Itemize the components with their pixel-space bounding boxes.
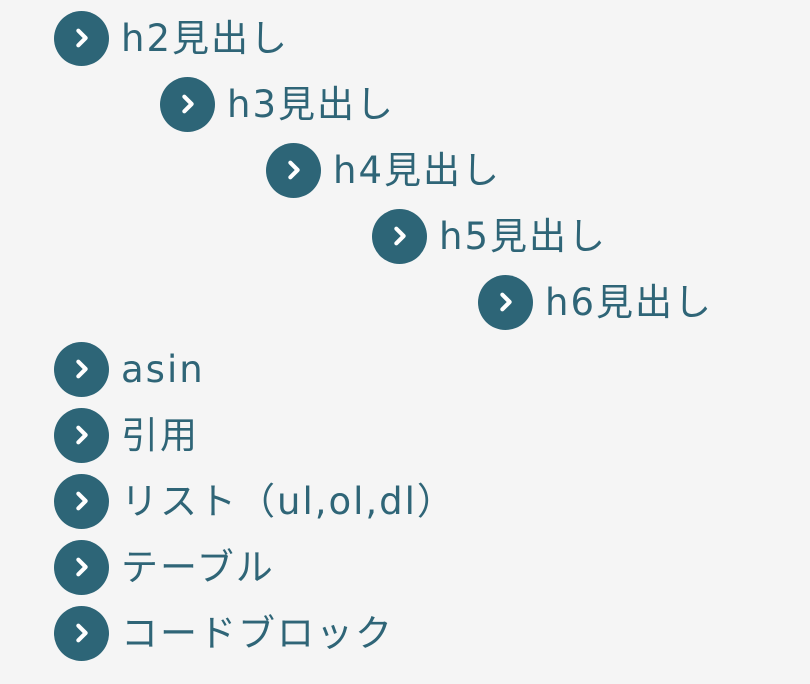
toc-item-h3[interactable]: h3見出し	[160, 74, 395, 134]
toc-item-h4[interactable]: h4見出し	[266, 140, 501, 200]
toc-item-h2[interactable]: h2見出し	[54, 8, 289, 68]
chevron-right-circle-icon	[266, 142, 321, 198]
toc-item-label: h5見出し	[439, 214, 607, 258]
toc-item-label: h4見出し	[333, 148, 501, 192]
toc-item-h5[interactable]: h5見出し	[372, 206, 607, 266]
toc-item-quote[interactable]: 引用	[54, 405, 199, 465]
toc-item-table[interactable]: テーブル	[54, 537, 275, 597]
toc-item-codeblock[interactable]: コードブロック	[54, 603, 394, 663]
chevron-right-circle-icon	[478, 274, 533, 330]
chevron-right-circle-icon	[54, 407, 109, 463]
toc-item-label: h6見出し	[545, 280, 713, 324]
toc-item-h6[interactable]: h6見出し	[478, 272, 713, 332]
chevron-right-circle-icon	[372, 208, 427, 264]
toc-item-label: テーブル	[121, 545, 275, 589]
toc-item-label: コードブロック	[121, 611, 394, 655]
chevron-right-circle-icon	[54, 539, 109, 595]
toc-item-label: 引用	[121, 413, 199, 457]
toc-item-list[interactable]: リスト（ul,ol,dl）	[54, 471, 456, 531]
toc-item-label: asin	[121, 347, 205, 391]
chevron-right-circle-icon	[54, 605, 109, 661]
toc-item-asin[interactable]: asin	[54, 339, 205, 399]
toc-item-label: h2見出し	[121, 16, 289, 60]
toc-item-label: h3見出し	[227, 82, 395, 126]
chevron-right-circle-icon	[160, 76, 215, 132]
chevron-right-circle-icon	[54, 10, 109, 66]
chevron-right-circle-icon	[54, 473, 109, 529]
chevron-right-circle-icon	[54, 341, 109, 397]
toc-item-label: リスト（ul,ol,dl）	[121, 479, 456, 523]
